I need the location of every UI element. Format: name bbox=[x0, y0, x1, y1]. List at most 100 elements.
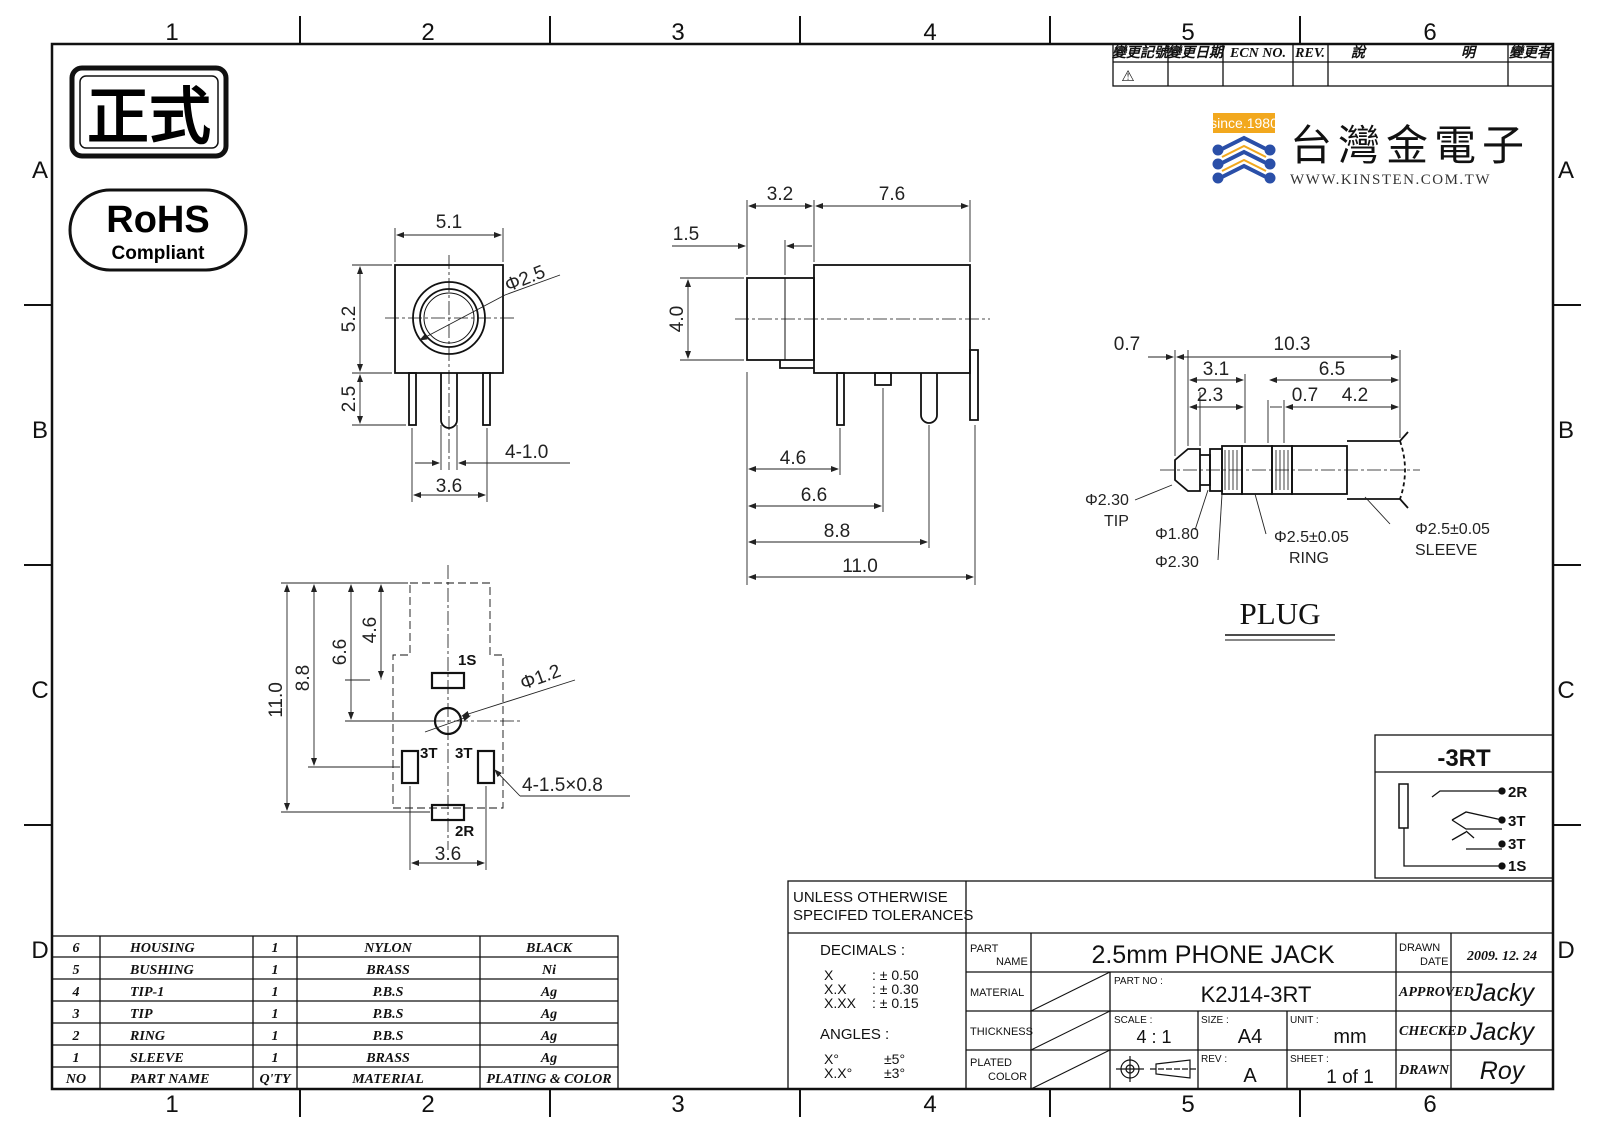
company-logo: since.1980 台灣金電子 WWW.KINSTEN.COM.TW bbox=[1210, 113, 1524, 188]
tol-xxx: X.XX bbox=[824, 995, 857, 1011]
dim-pcb-slots: 4-1.5×0.8 bbox=[522, 775, 603, 796]
tol-decimals-label: DECIMALS : bbox=[820, 942, 905, 959]
lbl-checked: CHECKED bbox=[1399, 1024, 1467, 1039]
bom-no: 6 bbox=[73, 941, 80, 956]
bom-qty: 1 bbox=[272, 985, 279, 1000]
bom-plating: Ag bbox=[540, 1051, 557, 1066]
part-name: 2.5mm PHONE JACK bbox=[1091, 941, 1334, 969]
lbl-part: PART bbox=[970, 943, 999, 955]
row-label: B bbox=[1558, 417, 1574, 444]
lbl-rev: REV : bbox=[1201, 1054, 1227, 1065]
bom-plating: Ag bbox=[540, 1029, 557, 1044]
warning-icon: ⚠ bbox=[1121, 68, 1134, 85]
front-view-dims bbox=[352, 228, 570, 502]
dim-pin3: 8.8 bbox=[824, 521, 850, 542]
dim-body: 7.6 bbox=[879, 184, 905, 205]
pin-3t-a: 3T bbox=[1508, 813, 1526, 830]
pcb-layout bbox=[385, 565, 520, 850]
dim-width: 5.1 bbox=[436, 212, 462, 233]
lbl-drawn: DRAWN bbox=[1398, 1063, 1450, 1078]
bom-qty-header: Q'TY bbox=[259, 1072, 292, 1087]
drawn-by: Roy bbox=[1480, 1057, 1526, 1085]
row-label: A bbox=[1558, 157, 1574, 184]
title-block bbox=[787, 880, 1554, 1090]
bom-material: BRASS bbox=[365, 1051, 410, 1066]
tol-title1: UNLESS OTHERWISE bbox=[793, 889, 948, 906]
lbl-material: MATERIAL bbox=[970, 987, 1024, 999]
revision-headers: 變更記號 變更日期 ECN NO. REV. 說 明 變更者 ⚠ bbox=[1111, 44, 1553, 85]
dim-total: 11.0 bbox=[842, 556, 878, 577]
since-text: since.1980 bbox=[1210, 115, 1278, 131]
lbl-part-no: PART NO : bbox=[1114, 976, 1163, 987]
dim-plug-total: 10.3 bbox=[1274, 334, 1311, 355]
rev-col-mark: 變更記號 bbox=[1111, 44, 1171, 61]
ring-dia: Φ2.5±0.05 bbox=[1274, 529, 1349, 546]
pin-2r: 2R bbox=[1508, 784, 1527, 801]
logo-chevrons-icon bbox=[1212, 135, 1276, 184]
tol-angles-label: ANGLES : bbox=[820, 1026, 889, 1043]
unit-value: mm bbox=[1333, 1026, 1366, 1048]
tol-ang-xx-val: ±3° bbox=[884, 1065, 905, 1081]
sleeve-dia: Φ2.5±0.05 bbox=[1415, 521, 1490, 538]
bom-qty: 1 bbox=[272, 1051, 279, 1066]
dim-plug-31: 3.1 bbox=[1203, 359, 1229, 380]
bom-no: 3 bbox=[72, 1007, 80, 1022]
lbl-color: COLOR bbox=[988, 1071, 1027, 1083]
pcb-dims bbox=[281, 582, 630, 870]
dim-plug-tip: 0.7 bbox=[1114, 334, 1140, 355]
schematic-title: -3RT bbox=[1437, 745, 1491, 772]
bom-no: 1 bbox=[73, 1051, 80, 1066]
bom-plating-header: PLATING & COLOR bbox=[486, 1072, 611, 1087]
dim-plug-42: 4.2 bbox=[1342, 385, 1368, 406]
front-view bbox=[385, 255, 515, 470]
bom-part-name: BUSHING bbox=[129, 963, 194, 978]
plug-title-text: PLUG bbox=[1240, 596, 1321, 631]
col-label: 6 bbox=[1423, 1091, 1436, 1118]
col-label: 4 bbox=[923, 19, 936, 46]
bom-part-name-header: PART NAME bbox=[130, 1072, 209, 1087]
tol-x: X bbox=[824, 967, 834, 983]
dim-plug-07: 0.7 bbox=[1292, 385, 1318, 406]
dim-pcb-hole: Φ1.2 bbox=[518, 661, 564, 695]
drawn-date: 2009. 12. 24 bbox=[1466, 949, 1537, 964]
bom-qty: 1 bbox=[272, 1029, 279, 1044]
bom-plating: Ag bbox=[540, 985, 557, 1000]
pin-1s: 1S bbox=[1508, 858, 1526, 875]
plug-title: PLUG bbox=[1225, 596, 1335, 641]
bom-no: 2 bbox=[72, 1029, 80, 1044]
lbl-unit: UNIT : bbox=[1290, 1015, 1319, 1026]
rev-col-ecn: ECN NO. bbox=[1229, 46, 1286, 61]
scale-value: 4 : 1 bbox=[1136, 1027, 1171, 1047]
tol-ang-x: X° bbox=[824, 1051, 839, 1067]
stamp-text: 正式 bbox=[87, 83, 211, 152]
bom-qty: 1 bbox=[272, 941, 279, 956]
tol-ang-xx: X.X° bbox=[824, 1065, 852, 1081]
bom-material: NYLON bbox=[363, 941, 412, 956]
dim-height: 5.2 bbox=[339, 306, 360, 332]
tolerance-text: UNLESS OTHERWISE SPECIFED TOLERANCES DEC… bbox=[793, 889, 973, 1081]
pcb-labels: 11.0 8.8 6.6 4.6 Φ1.2 4-1.5×0.8 3.6 bbox=[266, 617, 603, 865]
schematic-labels: -3RT 2R 3T 3T 1S bbox=[1437, 745, 1527, 875]
rev-value: A bbox=[1243, 1065, 1257, 1087]
approved-by: Jacky bbox=[1469, 979, 1535, 1007]
bom-part-name: RING bbox=[129, 1029, 165, 1044]
dim-pin-pitch: 3.6 bbox=[436, 476, 462, 497]
col-label: 2 bbox=[421, 1091, 434, 1118]
tip-dia: Φ2.30 bbox=[1085, 492, 1129, 509]
col-label: 6 bbox=[1423, 19, 1436, 46]
row-label: D bbox=[1557, 937, 1574, 964]
row-label: D bbox=[31, 937, 48, 964]
bom-material: P.B.S bbox=[373, 985, 404, 1000]
bom-material-header: MATERIAL bbox=[351, 1072, 424, 1087]
bom-material: P.B.S bbox=[373, 1029, 404, 1044]
ring-small-dia: Φ2.30 bbox=[1155, 554, 1199, 571]
pin-3t-b: 3T bbox=[1508, 836, 1526, 853]
bom-material: BRASS bbox=[365, 963, 410, 978]
bom-material: P.B.S bbox=[373, 1007, 404, 1022]
sheet-value: 1 of 1 bbox=[1326, 1067, 1374, 1088]
pcb-pad-labels: 1S 3T 3T 2R bbox=[420, 652, 476, 840]
lbl-approved: APPROVED bbox=[1398, 985, 1474, 1000]
neck-dia: Φ1.80 bbox=[1155, 526, 1199, 543]
plug-dims bbox=[1134, 350, 1401, 561]
